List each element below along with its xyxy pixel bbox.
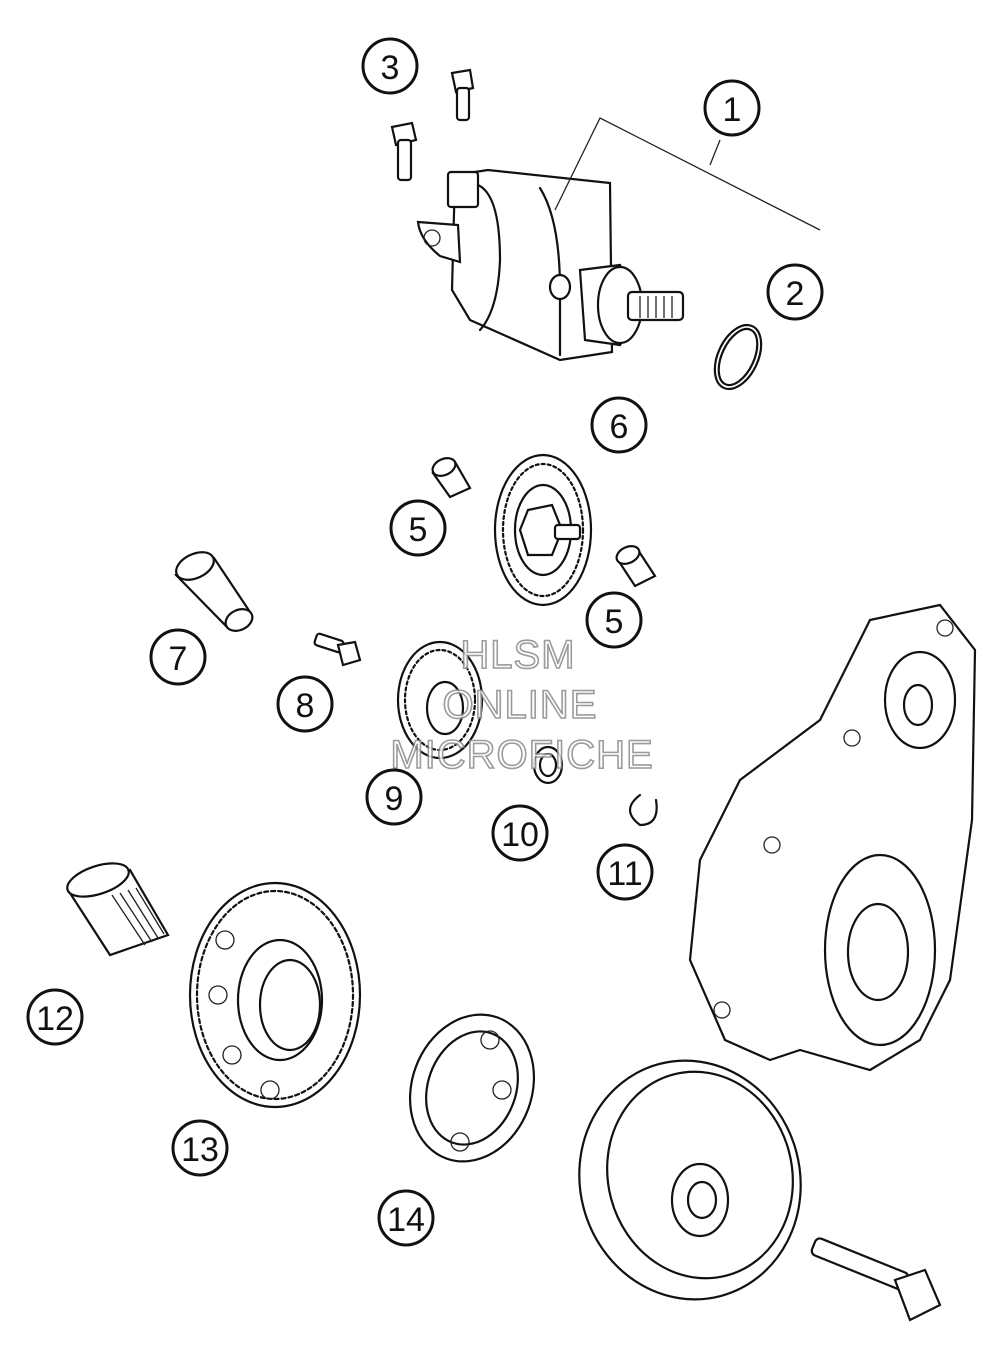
freewheel — [408, 1013, 536, 1163]
svg-text:8: 8 — [296, 687, 315, 725]
svg-text:13: 13 — [181, 1131, 219, 1169]
callout-11: 11 — [596, 843, 654, 901]
callout-14: 14 — [377, 1189, 435, 1247]
starter-gear — [188, 881, 362, 1109]
bolts-3 — [390, 68, 475, 182]
callout-1: 1 — [703, 79, 761, 137]
callout-5-upper: 5 — [389, 499, 447, 557]
callout-2: 2 — [766, 263, 824, 321]
starter-motor — [416, 168, 685, 362]
callout-9: 9 — [365, 768, 423, 826]
svg-text:3: 3 — [381, 49, 400, 87]
bushing-upper — [431, 457, 472, 499]
callout-12: 12 — [26, 988, 84, 1046]
svg-text:12: 12 — [36, 1000, 74, 1038]
circlip-11 — [628, 793, 658, 827]
o-ring — [713, 323, 763, 391]
bushing-lower — [615, 545, 657, 588]
idler-gear — [493, 453, 593, 607]
flywheel — [578, 1059, 802, 1301]
callout-3: 3 — [361, 37, 419, 95]
callout-5-lower: 5 — [585, 591, 643, 649]
watermark-line-3: MICROFICHE — [390, 733, 653, 777]
flywheel-bolt — [810, 1237, 942, 1322]
pin-7 — [174, 551, 254, 632]
needle-bearing — [66, 862, 170, 957]
svg-text:14: 14 — [387, 1201, 425, 1239]
svg-text:1: 1 — [723, 91, 742, 129]
ignition-cover — [688, 603, 977, 1072]
svg-text:5: 5 — [605, 603, 624, 641]
callout-7: 7 — [149, 628, 207, 686]
callout-10: 10 — [491, 804, 549, 862]
watermark-line-2: ONLINE — [443, 683, 598, 727]
svg-text:6: 6 — [610, 408, 629, 446]
svg-text:9: 9 — [385, 780, 404, 818]
bolt-8 — [313, 632, 362, 667]
watermark-line-1: HLSM — [460, 633, 575, 677]
callout-8: 8 — [276, 675, 334, 733]
callout-13: 13 — [171, 1119, 229, 1177]
svg-text:5: 5 — [409, 511, 428, 549]
washer-10 — [532, 745, 564, 785]
svg-text:11: 11 — [607, 855, 642, 893]
gear-9 — [396, 640, 484, 760]
svg-text:7: 7 — [169, 640, 188, 678]
svg-text:2: 2 — [786, 275, 805, 313]
svg-text:10: 10 — [501, 816, 539, 854]
leader-bracket — [554, 117, 821, 231]
callout-6: 6 — [590, 396, 648, 454]
